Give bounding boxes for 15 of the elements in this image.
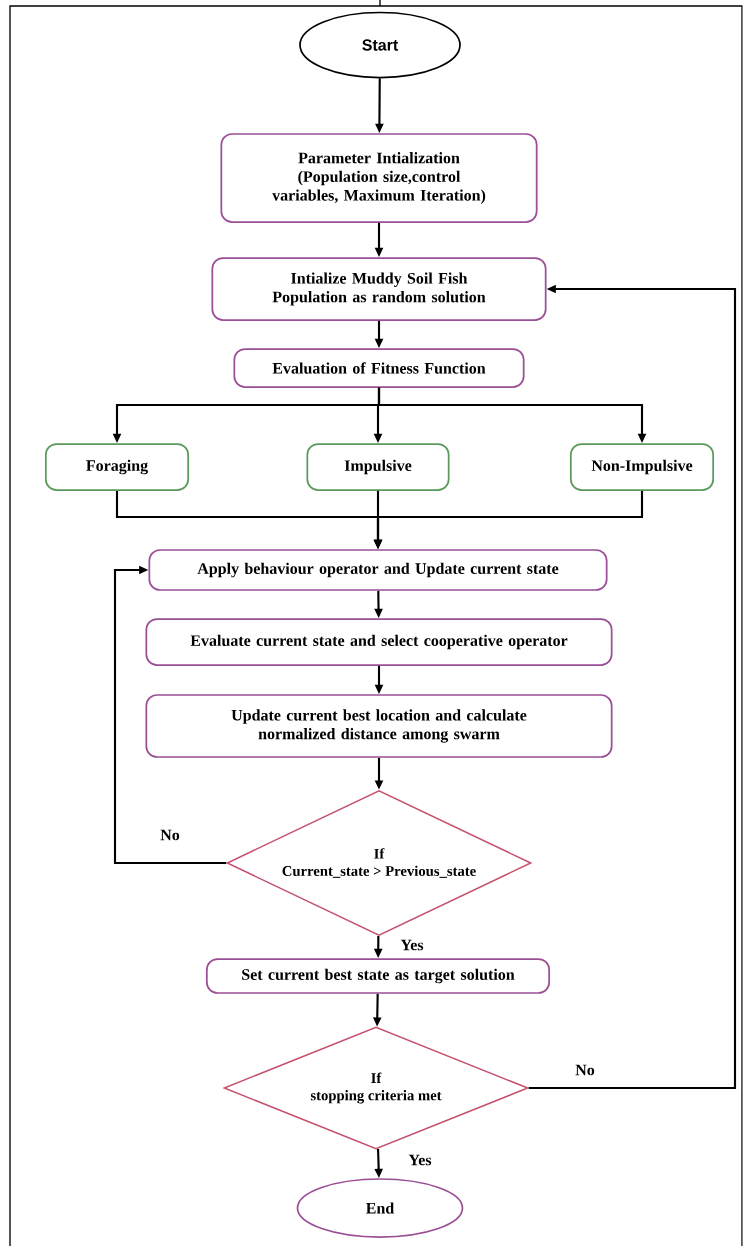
- process-box: Evaluation of Fitness Function: [233, 348, 525, 388]
- process-box: Non-Impulsive: [569, 443, 715, 491]
- process-box: Parameter Intialization (Population size,control variables, Maximum Iteration): [220, 133, 538, 223]
- edge-label: No: [573, 1063, 597, 1077]
- process-box: Evaluate current state and select cooperative operator: [145, 618, 613, 666]
- process-box: Apply behaviour operator and Update current state: [148, 549, 608, 591]
- edge-label: Yes: [407, 1153, 433, 1167]
- process-box: Update current best location and calculate normalized distance among swarm: [145, 694, 613, 758]
- edge-label: No: [158, 828, 182, 842]
- process-box: Foraging: [44, 443, 190, 491]
- process-box: Impulsive: [306, 443, 450, 491]
- edge-label: Yes: [399, 938, 425, 952]
- process-box: Set current best state as target solution: [205, 958, 551, 994]
- process-box: Intialize Muddy Soil Fish Population as random solution: [211, 257, 547, 321]
- arrow: [113, 565, 227, 865]
